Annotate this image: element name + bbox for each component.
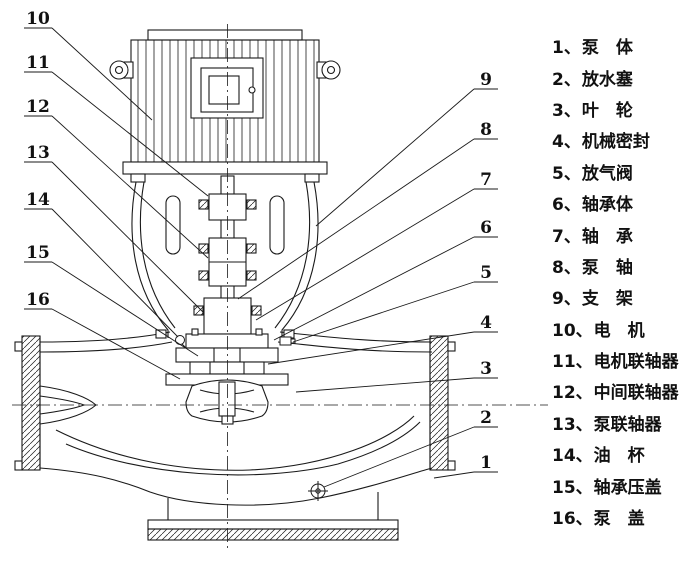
callout-number: 16 (26, 290, 50, 310)
callout-number: 7 (480, 170, 492, 190)
legend-item-name: 电 机 (593, 320, 645, 341)
legend-item-number: 5、 (552, 163, 581, 184)
callout-number: 5 (480, 263, 492, 283)
callout-number: 14 (26, 190, 50, 210)
legend-item-name: 中间联轴器 (593, 383, 679, 404)
legend-item-number: 2、 (552, 69, 581, 90)
legend-item-number: 3、 (552, 100, 581, 121)
callout-number: 8 (480, 120, 492, 140)
callout-number: 9 (480, 70, 492, 90)
legend-item-number: 13、 (552, 414, 593, 435)
motor (109, 29, 341, 183)
drain-plug (308, 481, 328, 501)
legend-item-number: 14、 (552, 446, 593, 467)
legend-item-name: 轴承压盖 (593, 477, 662, 498)
callout-number: 12 (26, 97, 50, 117)
mechanical-seal (189, 361, 265, 375)
legend-item: 2、放水塞 (552, 61, 700, 92)
legend-item-number: 11、 (552, 352, 593, 373)
legend-item: 4、机械密封 (552, 124, 700, 155)
legend-item-number: 7、 (552, 226, 581, 247)
legend-item-name: 泵 盖 (593, 509, 645, 530)
discharge-flange (429, 335, 456, 471)
callout-number: 10 (26, 9, 50, 29)
legend-item-name: 放气阀 (581, 163, 633, 184)
legend-item-number: 16、 (552, 509, 593, 530)
legend-item: 9、支 架 (552, 281, 700, 312)
callout-number: 13 (26, 143, 50, 163)
legend-item: 11、电机联轴器 (552, 344, 700, 375)
legend-item-name: 放水塞 (581, 69, 633, 90)
legend-item-number: 9、 (552, 289, 581, 310)
legend-item-name: 机械密封 (581, 132, 650, 153)
suction-flange (14, 335, 41, 471)
base (147, 492, 399, 541)
legend-item: 7、轴 承 (552, 218, 700, 249)
callouts-right: 9 8 7 6 5 4 3 2 1 (474, 70, 498, 473)
lifting-eye-right (316, 60, 341, 80)
legend-item: 6、轴承体 (552, 187, 700, 218)
support-bracket (131, 181, 319, 339)
legend-item: 5、放气阀 (552, 156, 700, 187)
legend-item: 1、泵 体 (552, 30, 700, 61)
legend-item-name: 轴承体 (581, 195, 633, 216)
bearing-body (175, 347, 279, 363)
motor-flange (122, 161, 328, 175)
callout-number: 4 (480, 313, 492, 333)
callouts-left: 10 11 12 13 14 15 16 (24, 9, 52, 310)
callout-number: 6 (480, 218, 492, 238)
legend-item-name: 支 架 (581, 289, 633, 310)
callout-number: 15 (26, 243, 50, 263)
leader-lines (51, 27, 475, 488)
terminal-box (190, 57, 264, 119)
lifting-eye-left (109, 60, 134, 80)
centerlines (12, 24, 548, 548)
parts-legend: 1、泵 体 2、放水塞 3、叶 轮 4、机械密封 5、放气阀 6、轴承体 7、轴… (552, 30, 700, 532)
legend-item: 8、泵 轴 (552, 250, 700, 281)
legend-item-number: 12、 (552, 383, 593, 404)
legend-item-name: 油 杯 (593, 446, 645, 467)
legend-item-name: 电机联轴器 (593, 352, 679, 373)
legend-item: 10、电 机 (552, 313, 700, 344)
legend-item: 14、油 杯 (552, 438, 700, 469)
callout-number: 1 (480, 453, 492, 473)
bearing-gland (185, 328, 269, 349)
callout-number: 2 (480, 408, 492, 428)
callout-number: 3 (480, 359, 492, 379)
legend-item-name: 泵联轴器 (593, 414, 662, 435)
legend-item: 3、叶 轮 (552, 93, 700, 124)
legend-item: 15、轴承压盖 (552, 469, 700, 500)
legend-item-number: 1、 (552, 38, 581, 59)
legend-item-number: 4、 (552, 132, 581, 153)
legend-item-number: 6、 (552, 195, 581, 216)
legend-item-number: 15、 (552, 477, 593, 498)
legend-item-number: 8、 (552, 257, 581, 278)
legend-item-number: 10、 (552, 320, 593, 341)
legend-item-name: 泵 体 (581, 38, 633, 59)
legend-item-name: 叶 轮 (581, 100, 633, 121)
legend-item: 13、泵联轴器 (552, 407, 700, 438)
legend-item-name: 轴 承 (581, 226, 633, 247)
legend-item: 12、中间联轴器 (552, 375, 700, 406)
legend-item-name: 泵 轴 (581, 257, 633, 278)
impeller (185, 379, 269, 425)
legend-item: 16、泵 盖 (552, 501, 700, 532)
callout-number: 11 (26, 53, 50, 73)
